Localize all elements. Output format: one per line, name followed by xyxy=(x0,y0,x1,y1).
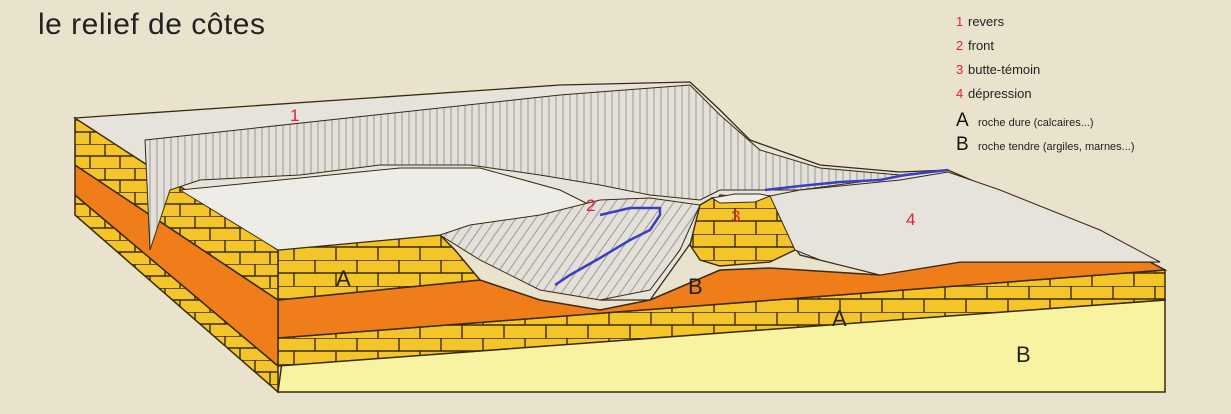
diagram-title: le relief de côtes xyxy=(38,8,265,42)
legend-item-butte: 3 butte-témoin xyxy=(956,62,1226,86)
label-3: 3 xyxy=(731,207,740,227)
label-a-upper: A xyxy=(336,266,351,292)
label-b-middle: B xyxy=(688,274,703,300)
legend-key: 1 xyxy=(956,14,968,29)
depression-slope xyxy=(770,172,1160,275)
label-2: 2 xyxy=(586,196,595,216)
legend-text: revers xyxy=(968,14,1004,29)
label-1: 1 xyxy=(290,106,299,126)
legend-text: front xyxy=(968,38,994,53)
legend-item-hard-rock: A roche dure (calcaires...) xyxy=(956,110,1226,134)
legend-item-revers: 1 revers xyxy=(956,14,1226,38)
legend-item-soft-rock: B roche tendre (argiles, marnes...) xyxy=(956,134,1226,158)
legend-key: 3 xyxy=(956,62,968,77)
legend-key: B xyxy=(956,134,978,156)
label-4: 4 xyxy=(906,210,915,230)
legend-text: roche dure (calcaires...) xyxy=(978,117,1094,129)
legend-item-front: 2 front xyxy=(956,38,1226,62)
legend-item-depression: 4 dépression xyxy=(956,86,1226,110)
legend-key: 4 xyxy=(956,86,968,101)
legend-text: dépression xyxy=(968,86,1032,101)
label-b-bottom: B xyxy=(1016,342,1031,368)
legend-key: 2 xyxy=(956,38,968,53)
legend: 1 revers 2 front 3 butte-témoin 4 dépres… xyxy=(956,14,1226,158)
legend-text: roche tendre (argiles, marnes...) xyxy=(978,141,1135,153)
legend-key: A xyxy=(956,110,978,132)
label-a-lower: A xyxy=(832,306,847,332)
legend-text: butte-témoin xyxy=(968,62,1040,77)
